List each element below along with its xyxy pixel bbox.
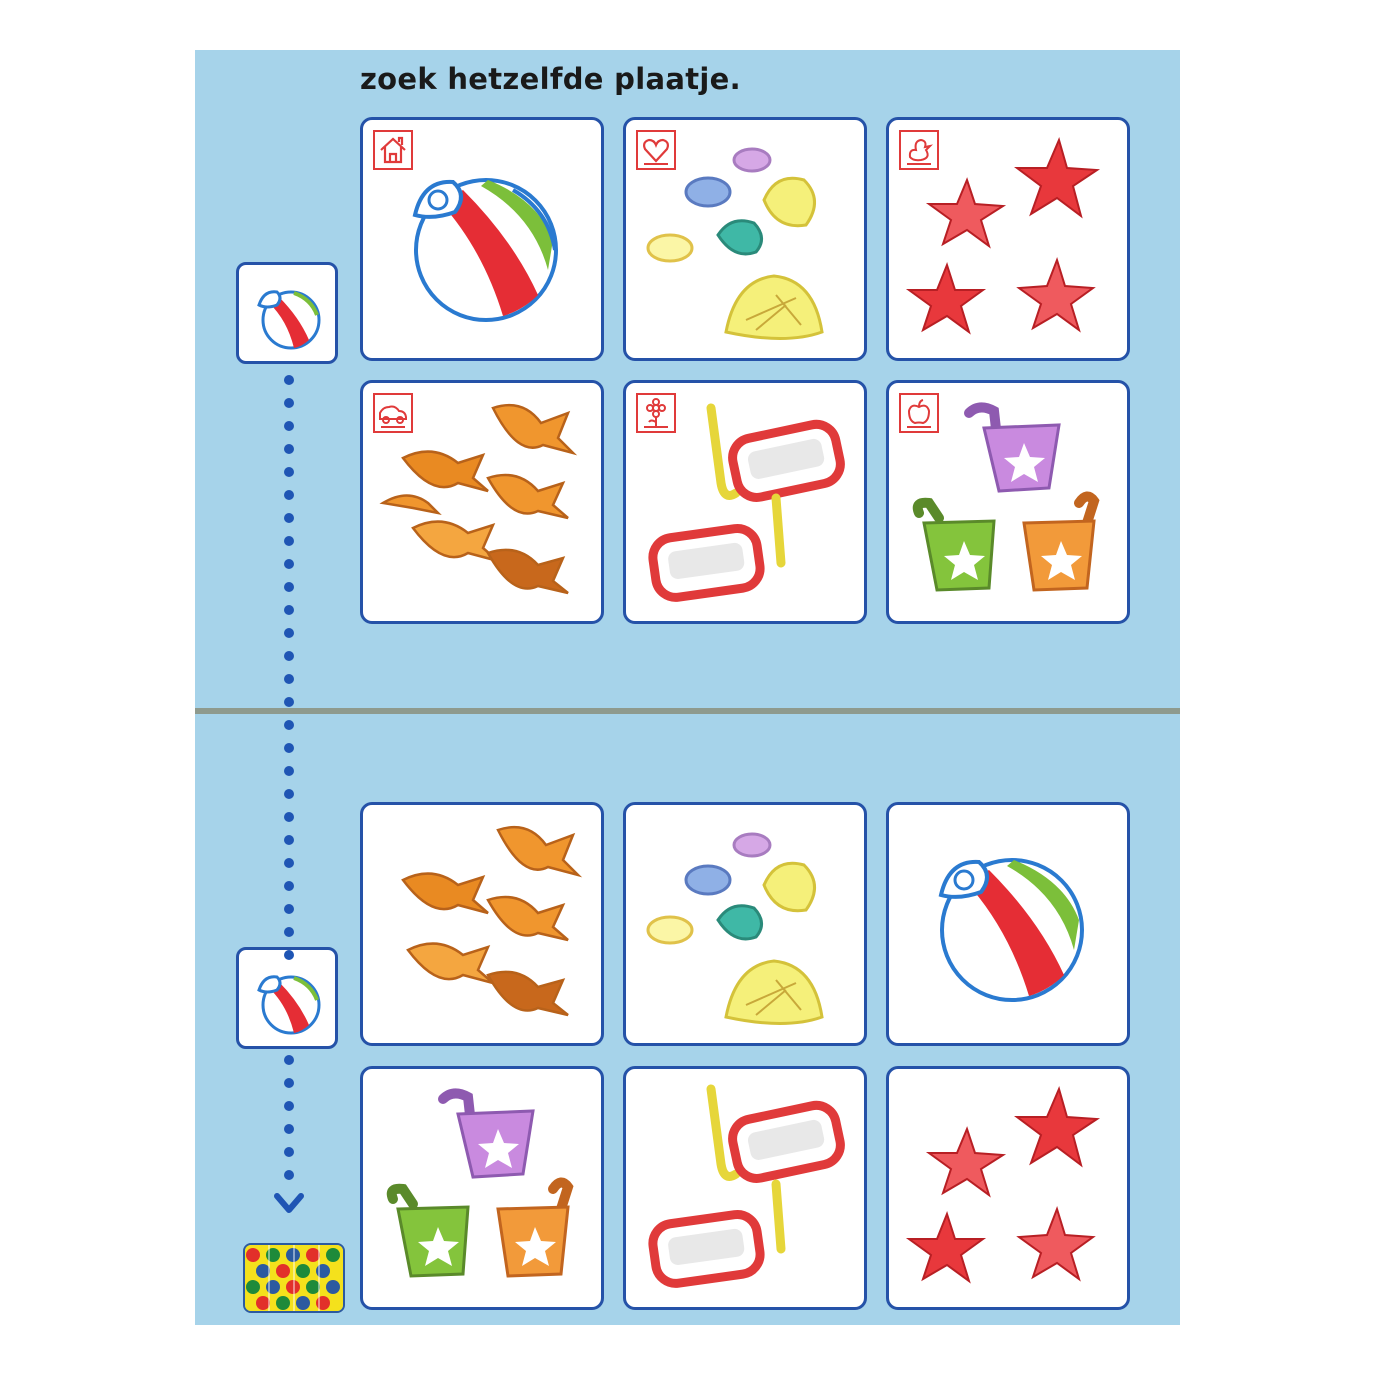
flower-icon [636, 393, 676, 433]
beach-ball-picture [938, 858, 1084, 1002]
sand-buckets-picture [912, 402, 1100, 592]
starfish-picture [905, 137, 1101, 335]
section-divider [195, 708, 1180, 714]
card-beach-ball[interactable] [360, 117, 604, 361]
key-card-beach-ball-lower [236, 947, 338, 1049]
snorkel-masks-picture [648, 1084, 845, 1288]
card-sand-buckets[interactable] [886, 380, 1130, 624]
instruction-text: zoek hetzelfde plaatje. [360, 62, 741, 96]
shells-picture [646, 147, 824, 340]
card-shells[interactable] [623, 117, 867, 361]
card-fish[interactable] [360, 380, 604, 624]
dotted-path [274, 375, 304, 1213]
starfish-picture [905, 1086, 1101, 1284]
fish-picture [379, 403, 578, 595]
car-icon [373, 393, 413, 433]
heart-icon [636, 130, 676, 170]
card-sand-buckets-lower[interactable] [360, 1066, 604, 1310]
shells-picture [646, 832, 824, 1025]
card-fish-lower[interactable] [360, 802, 604, 1046]
sand-buckets-picture [386, 1088, 574, 1278]
card-starfish-lower[interactable] [886, 1066, 1130, 1310]
card-snorkel-masks-lower[interactable] [623, 1066, 867, 1310]
fish-picture [401, 825, 583, 1017]
beach-ball-icon [257, 975, 321, 1035]
house-icon [373, 130, 413, 170]
card-snorkel-masks[interactable] [623, 380, 867, 624]
beach-ball-picture [412, 178, 558, 322]
snorkel-masks-picture [648, 403, 845, 602]
key-card-beach-ball-upper [236, 262, 338, 364]
duck-icon [899, 130, 939, 170]
workbook-page: zoek hetzelfde plaatje. [195, 50, 1180, 1325]
apple-icon [899, 393, 939, 433]
control-pattern-icon [243, 1243, 345, 1313]
card-shells-lower[interactable] [623, 802, 867, 1046]
arrow-down-icon [274, 1193, 304, 1213]
card-beach-ball-lower[interactable] [886, 802, 1130, 1046]
beach-ball-icon [257, 290, 321, 350]
card-starfish[interactable] [886, 117, 1130, 361]
